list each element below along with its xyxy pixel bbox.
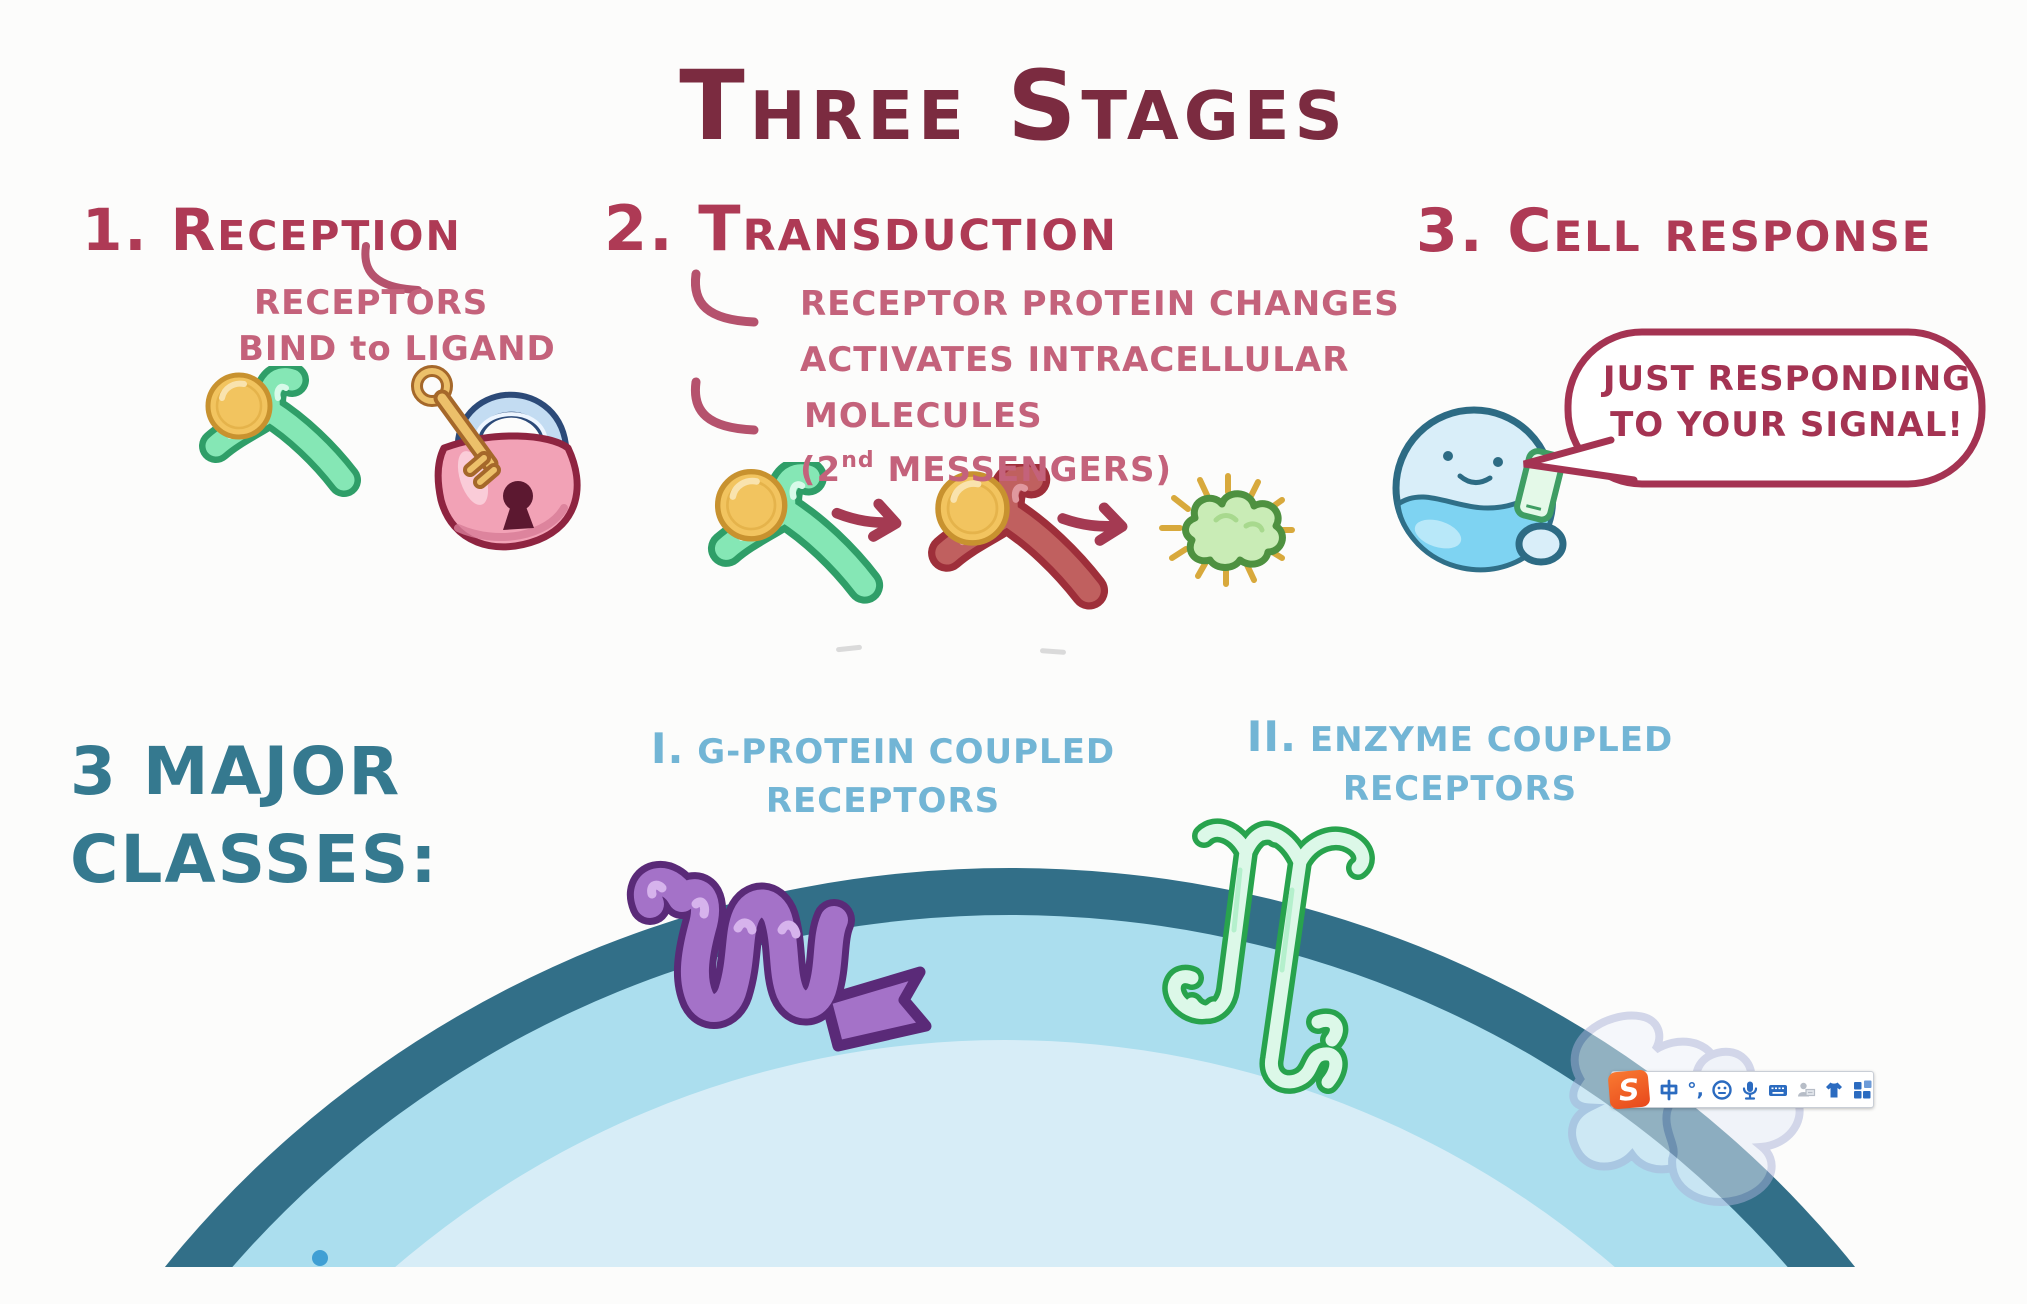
stage2-curve-connector-1 <box>686 268 764 330</box>
video-frame: { "title": "Three Stages", "stage1": { "… <box>70 50 1998 1267</box>
class1-numeral: I. <box>650 724 685 773</box>
classes-heading-line2: CLASSES: <box>70 821 439 898</box>
stage1-heading: 1. Reception <box>82 196 462 264</box>
stage3-heading: 3. Cell response <box>1416 196 1933 266</box>
speech-bubble: JUST RESPONDING TO YOUR SIGNAL! <box>1506 322 1998 522</box>
inactive-receptor-icon <box>700 462 890 608</box>
class2-label: II. ENZYME COUPLED RECEPTORS <box>1205 712 1715 809</box>
arrow-right-icon-2 <box>1054 493 1146 557</box>
punctuation-icon[interactable]: °, <box>1687 1078 1704 1101</box>
stage2-note-4: (2nd MESSENGERS) <box>800 448 1172 490</box>
cell-character-icon <box>1386 396 1591 591</box>
gpcr-receptor-icon <box>610 850 945 1055</box>
class1-line1: G-PROTEIN COUPLED <box>684 732 1116 772</box>
classes-heading-line1: 3 MAJOR <box>70 733 402 810</box>
class2-line1: ENZYME COUPLED <box>1297 720 1674 760</box>
toolbox-icon[interactable] <box>1851 1079 1873 1101</box>
class1-label: I. G-PROTEIN COUPLED RECEPTORS <box>618 724 1148 821</box>
bubble-line1: JUST RESPONDING <box>1602 359 1972 399</box>
stage2-heading: 2. Transduction <box>604 192 1118 265</box>
arrow-right-icon-1 <box>827 488 921 555</box>
messengers-prefix: (2 <box>800 450 842 490</box>
receptor-ligand-icon <box>192 366 367 501</box>
class1-line2: RECEPTORS <box>765 781 1001 821</box>
stage2-curve-connector-2 <box>686 376 764 438</box>
activated-receptor-icon <box>920 464 1115 614</box>
class2-numeral: II. <box>1246 712 1298 761</box>
messengers-superscript: nd <box>841 448 875 473</box>
login-icon[interactable] <box>1795 1079 1817 1101</box>
skin-icon[interactable] <box>1823 1079 1845 1101</box>
enzyme-receptor-icon <box>1150 810 1400 1100</box>
sogou-logo[interactable]: S <box>1607 1069 1651 1110</box>
emoji-icon[interactable] <box>1711 1079 1733 1101</box>
cell-membrane-drawing <box>164 868 1856 1267</box>
ime-toolbar[interactable]: S °, <box>1607 1069 1874 1110</box>
second-messenger-burst-icon <box>1150 468 1302 596</box>
page-title: Three Stages <box>679 50 1348 162</box>
stage1-curve-connector <box>356 240 426 298</box>
keyboard-icon[interactable] <box>1767 1079 1789 1101</box>
stage2-note-1: RECEPTOR PROTEIN CHANGES <box>800 284 1400 324</box>
messengers-suffix: MESSENGERS) <box>874 450 1172 490</box>
stage2-note-3: MOLECULES <box>804 396 1043 436</box>
bubble-line2: TO YOUR SIGNAL! <box>1610 405 1964 445</box>
stage1-note-line2: BIND to LIGAND <box>238 329 556 369</box>
microphone-icon[interactable] <box>1739 1079 1761 1101</box>
class2-line2: RECEPTORS <box>1342 769 1578 809</box>
stage2-note-2: ACTIVATES INTRACELLULAR <box>800 340 1350 380</box>
membrane-dot <box>312 1250 328 1266</box>
lock-and-key-icon <box>398 358 593 558</box>
chinese-mode-icon[interactable] <box>1658 1079 1680 1101</box>
stage1-note-line1: RECEPTORS <box>254 283 489 323</box>
